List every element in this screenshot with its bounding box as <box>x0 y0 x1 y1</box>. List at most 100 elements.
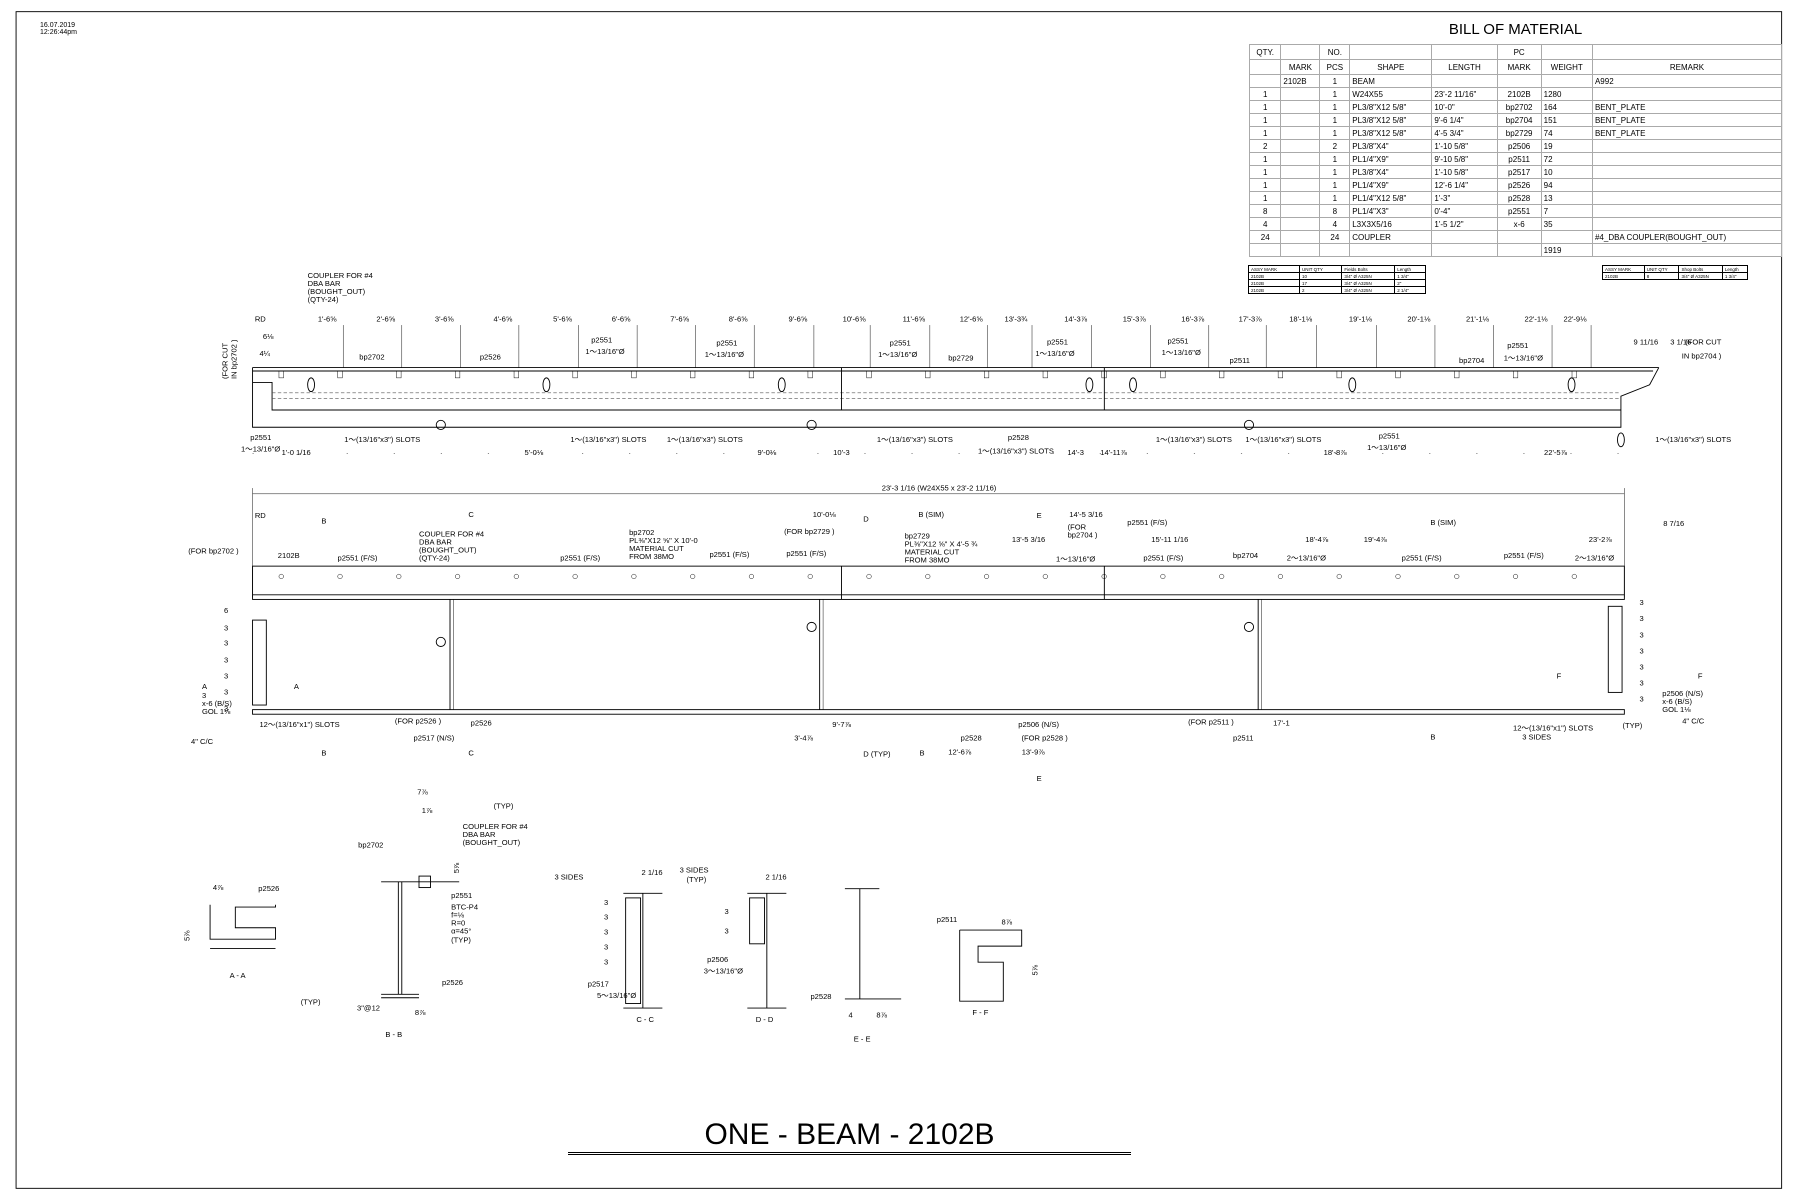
bom-cell: 1'-10 5/8" <box>1431 139 1498 153</box>
elevation-label: 3 <box>224 623 228 632</box>
elevation-label: 4" C/C <box>191 737 214 746</box>
elevation-label: 3 <box>1639 598 1643 607</box>
bom-cell: 1'-3" <box>1431 191 1498 205</box>
bom-cell <box>1431 243 1498 257</box>
bom-cell: REMARK <box>1591 59 1783 75</box>
bolt-cell: 10 <box>1298 272 1343 280</box>
elevation-label: bp2729 <box>905 532 930 541</box>
bom-cell <box>1280 178 1321 192</box>
top-view-label: p2551 <box>890 339 911 348</box>
print-date: 16.07.2019 <box>40 22 76 29</box>
sections-label: 8⅞ <box>415 1008 426 1017</box>
elevation-label: 3 <box>1639 662 1643 671</box>
elevation-label: p2511 <box>1233 734 1253 743</box>
top-view-label: 1～13/16"Ø <box>585 347 624 356</box>
sections-label: B - B <box>385 1030 402 1039</box>
top-view-label: COUPLER FOR #4 <box>308 271 373 280</box>
bolt-hole <box>631 573 637 579</box>
bom-cell <box>1540 44 1593 60</box>
bolt-cell: 1 3/4" <box>1721 272 1749 280</box>
bom-cell: 1 <box>1319 178 1351 192</box>
elevation-label: p2551 (F/S) <box>1143 553 1183 562</box>
top-view-label: p2551 <box>1507 341 1528 350</box>
elevation-label: (QTY-24) <box>419 553 450 562</box>
bom-cell: PL3/8"X4" <box>1349 165 1433 179</box>
bom-cell: 74 <box>1540 126 1593 140</box>
bom-cell <box>1280 217 1321 231</box>
bom-cell: 1 <box>1248 191 1282 205</box>
bom-cell: W24X55 <box>1349 87 1433 101</box>
bom-cell: bp2702 <box>1496 100 1542 114</box>
bom-cell: 1 <box>1248 178 1282 192</box>
top-view-label: 1～(13/16"x3") SLOTS <box>1655 435 1731 444</box>
bom-cell: BENT_PLATE <box>1591 126 1783 140</box>
bom-cell: 2102B <box>1280 74 1321 88</box>
elevation-label: RD <box>255 511 266 520</box>
elevation-label: 3 <box>1639 630 1643 639</box>
bolt-cell: 1 3/4" <box>1394 272 1426 280</box>
bom-cell: 1 <box>1319 126 1351 140</box>
sections-label: 3"@12 <box>357 1003 380 1012</box>
bom-cell: 8 <box>1319 204 1351 218</box>
top-view-label: bp2702 <box>359 353 384 362</box>
bom-cell <box>1591 44 1783 60</box>
coupler-mark <box>1513 370 1519 379</box>
bolt-cell: 2 <box>1298 286 1343 294</box>
top-view-label: (BOUGHT_OUT) <box>308 287 366 296</box>
bom-cell <box>1591 139 1783 153</box>
sections-label: p2506 <box>707 955 728 964</box>
bom-cell: QTY. <box>1248 44 1282 60</box>
top-view-label: 1～(13/16"x3") SLOTS <box>978 447 1054 456</box>
top-view-label: 11'-6⅝ <box>903 315 926 324</box>
elevation-view <box>252 488 1625 715</box>
elevation-label: C <box>468 749 474 758</box>
sections-label: p2551 <box>451 891 472 900</box>
bom-cell <box>1431 74 1498 88</box>
bolt-hole <box>925 573 931 579</box>
top-view-label: 1'-0 1/16 <box>282 448 311 457</box>
coupler-mark <box>807 370 813 379</box>
sections-label: 4⅞ <box>213 883 224 892</box>
bom-cell <box>1591 165 1783 179</box>
top-view-label: p2551 <box>1379 432 1400 441</box>
bom-cell <box>1591 217 1783 231</box>
section-b-b <box>381 875 460 999</box>
top-view-label: 10'-3 <box>833 448 850 457</box>
bom-cell <box>1540 74 1593 88</box>
coupler-mark <box>1336 370 1342 379</box>
sections-label: (TYP) <box>686 875 706 884</box>
bom-cell: 4 <box>1319 217 1351 231</box>
elevation-label: p2551 (F/S) <box>338 553 378 562</box>
bom-cell: 2 <box>1319 139 1351 153</box>
top-view-label: 1～13/16"Ø <box>1035 349 1074 358</box>
elevation-label: FROM 38MO <box>629 552 674 561</box>
bom-cell: 10'-0" <box>1431 100 1498 114</box>
top-view-label: 1～13/16"Ø <box>1162 348 1201 357</box>
bolt-hole <box>1336 573 1342 579</box>
top-view-label: 20'-1⅛ <box>1407 315 1431 324</box>
bolt-cell: 3/4" Ø A325N <box>1678 272 1723 280</box>
bom-cell: PL3/8"X12 5/8" <box>1349 113 1433 127</box>
bolt-hole <box>1513 573 1519 579</box>
bom-cell <box>1280 113 1321 127</box>
bolt-cell: 8 <box>1643 272 1680 280</box>
bom-cell: BEAM <box>1349 74 1433 88</box>
bolt-cell: Length <box>1721 265 1749 273</box>
coupler-mark <box>984 370 990 379</box>
top-view-label: 16'-3⅞ <box>1181 315 1205 324</box>
bom-cell <box>1280 87 1321 101</box>
bolt-hole <box>748 573 754 579</box>
elevation-label: B <box>321 517 326 526</box>
sections-label: 5～13/16"Ø <box>597 991 636 1000</box>
bolt-hole <box>278 573 284 579</box>
bolt-cell: UNIT QTY <box>1298 265 1343 273</box>
top-view-label: DBA BAR <box>308 279 341 288</box>
bom-cell: 1 <box>1248 165 1282 179</box>
top-view-label: bp2704 <box>1459 356 1484 365</box>
sheet-border <box>15 11 1783 1189</box>
elevation-label: p2526 <box>471 719 492 728</box>
